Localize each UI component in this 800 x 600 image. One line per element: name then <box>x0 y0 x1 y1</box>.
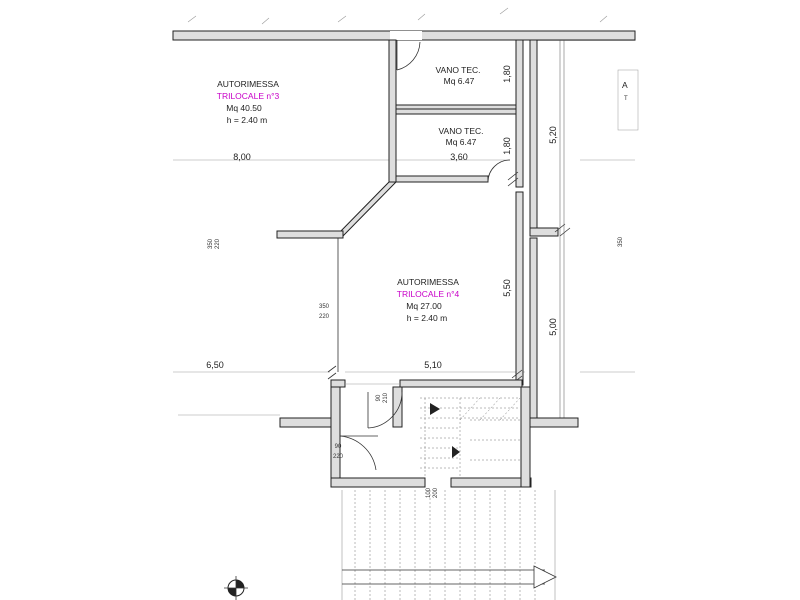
wall-horizontal-left <box>276 230 344 239</box>
tech1-area: Mq 6.47 <box>444 76 475 86</box>
opening-center-height: 220 <box>319 314 330 320</box>
door-swing-tech2 <box>487 159 511 183</box>
partial-room-right <box>617 69 639 131</box>
garage3-area: Mq 40.50 <box>226 103 262 113</box>
tech2-area: Mq 6.47 <box>446 137 477 147</box>
door-swing-90-220 <box>339 435 378 471</box>
opening-left-width: 350 <box>208 238 214 249</box>
door-swing-garage3 <box>396 40 421 71</box>
garage4-area: Mq 27.00 <box>406 301 442 311</box>
door-100-height: 200 <box>433 487 439 498</box>
partial-room-title: A <box>622 80 628 90</box>
garage3-height: h = 2.40 m <box>227 115 267 125</box>
wall-tech-bottom <box>395 175 489 183</box>
door-90-220-height: 220 <box>333 454 344 460</box>
opening-center-width: 350 <box>319 304 330 310</box>
dimension-8-00: 8,00 <box>233 152 251 162</box>
opening-right-width: 350 <box>618 236 624 247</box>
door-100-width: 100 <box>426 487 432 498</box>
stair-wall-left-top <box>279 417 333 428</box>
dimension-3-60: 3,60 <box>450 152 468 162</box>
garage4-subtitle: TRILOCALE n°4 <box>397 289 460 299</box>
door-90-210-height: 210 <box>383 392 389 403</box>
top-door-gap <box>390 31 422 40</box>
dimension-5-00: 5,00 <box>548 318 558 336</box>
dimension-6-50: 6,50 <box>206 360 224 370</box>
stair-wall-right <box>520 386 531 488</box>
wall-central-lower <box>515 191 524 386</box>
wall-central-upper <box>515 39 524 188</box>
dimension-5-10: 5,10 <box>424 360 442 370</box>
tech1-title: VANO TEC. <box>435 65 480 75</box>
section-marker <box>224 576 248 600</box>
garage3-subtitle: TRILOCALE n°3 <box>217 91 280 101</box>
dimension-1-80-b: 1,80 <box>502 137 512 155</box>
ref-line-right <box>580 159 635 373</box>
break-mark-left <box>327 365 337 380</box>
partial-room-subtitle: T <box>624 96 628 102</box>
top-hatch-marks <box>187 7 608 25</box>
stair-wall-right-top <box>529 417 579 428</box>
door-swing-90-210 <box>367 391 403 429</box>
dimension-5-20: 5,20 <box>548 126 558 144</box>
stair-wall-left <box>330 386 341 488</box>
garage4-title: AUTORIMESSA <box>397 277 459 287</box>
door-90-220-width: 90 <box>335 444 342 450</box>
break-mark-tech <box>507 171 519 187</box>
wall-right-outer-lower <box>529 237 538 419</box>
door-90-210-width: 90 <box>376 394 382 401</box>
stair-treads <box>420 397 521 478</box>
right-dimension-rail <box>559 40 565 420</box>
diagonal-wall <box>334 181 398 237</box>
stair-wall-center <box>392 386 403 428</box>
wall-bottom-right <box>399 379 523 388</box>
wall-right-outer-upper <box>529 39 538 231</box>
dimension-5-50: 5,50 <box>502 279 512 297</box>
garage3-title: AUTORIMESSA <box>217 79 279 89</box>
wall-garage3-right <box>388 39 397 183</box>
wall-right-stub <box>529 227 559 237</box>
garage4-height: h = 2.40 m <box>407 313 447 323</box>
dimension-1-80-a: 1,80 <box>502 65 512 83</box>
opening-left-height: 220 <box>215 238 221 249</box>
wall-tech-separator-2 <box>395 108 519 115</box>
wall-bottom-left-stub <box>330 379 346 388</box>
stair-arrow-up <box>430 403 440 415</box>
stair-wall-bottom-left <box>330 477 426 488</box>
stair-wall-bottom-right <box>450 477 532 488</box>
access-ramp <box>341 490 557 600</box>
tech2-title: VANO TEC. <box>438 126 483 136</box>
stair-arrow-down <box>452 446 460 458</box>
